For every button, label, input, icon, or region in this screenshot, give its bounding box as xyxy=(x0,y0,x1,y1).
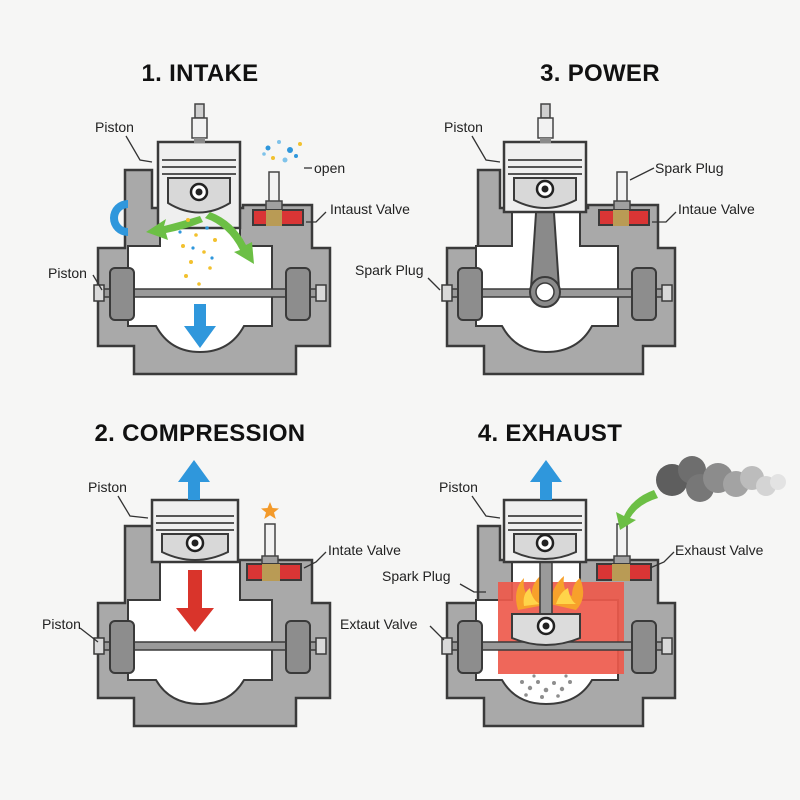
panel-title: 1. INTAKE xyxy=(141,60,259,87)
exhaust-valve xyxy=(596,563,652,581)
piston xyxy=(502,498,588,564)
exhaust-panel: 4. EXHAUST xyxy=(340,400,800,800)
valve-label: Intaust Valve xyxy=(330,201,410,217)
green-arrow-icon xyxy=(616,490,658,530)
spark-plug-right xyxy=(265,171,283,212)
compression-engine-diagram xyxy=(79,460,332,728)
crankshaft xyxy=(93,267,327,321)
intake-panel: 1. INTAKE xyxy=(0,0,410,400)
valve-label: Exhaust Valve xyxy=(675,542,764,558)
intake-valve xyxy=(246,563,302,581)
up-arrow-icon xyxy=(178,460,210,500)
piston-side-label: Piston xyxy=(42,616,81,632)
panel-title: 3. POWER xyxy=(540,60,660,87)
callout-lines xyxy=(92,135,327,291)
intake-valve xyxy=(252,209,304,226)
piston-lower xyxy=(511,613,581,646)
spark-plug-top xyxy=(537,103,554,143)
intake-engine-diagram xyxy=(92,103,332,376)
valve-label: Intaue Valve xyxy=(678,201,755,217)
spark-icon xyxy=(261,502,279,519)
piston-label: Piston xyxy=(444,119,483,135)
valve-side-label: Extaut Valve xyxy=(340,616,418,632)
piston-side-label: Piston xyxy=(48,265,87,281)
green-arrow-right-icon xyxy=(205,212,254,264)
spark-plug-label: Spark Plug xyxy=(382,568,451,584)
compression-arrow-icon xyxy=(176,570,214,632)
green-arrow-left-icon xyxy=(146,216,203,240)
valve-label: Intate Valve xyxy=(328,542,401,558)
blue-swirl-icon xyxy=(110,200,128,236)
spark-plug-right xyxy=(613,171,631,212)
power-engine-diagram xyxy=(427,103,677,376)
piston-label: Piston xyxy=(88,479,127,495)
intake-valve xyxy=(598,209,650,226)
piston-label: Piston xyxy=(95,119,134,135)
piston-label: Piston xyxy=(439,479,478,495)
crankshaft xyxy=(93,620,327,674)
piston xyxy=(150,498,240,564)
spark-plug-right xyxy=(261,523,279,567)
connecting-rod xyxy=(529,197,561,308)
soot-particles xyxy=(520,674,572,699)
exhaust-engine-diagram xyxy=(429,456,786,728)
piston xyxy=(156,140,242,230)
panel-title: 4. EXHAUST xyxy=(477,420,623,447)
open-label: open xyxy=(314,160,346,176)
panel-title: 2. COMPRESSION xyxy=(94,420,306,447)
callout-lines xyxy=(427,135,677,291)
spark-plug-top xyxy=(191,103,208,143)
fuel-particles xyxy=(178,218,217,286)
spark-plug-side-label: Spark Plug xyxy=(355,262,424,278)
air-particles xyxy=(262,140,302,163)
spark-plug-right xyxy=(613,523,631,567)
piston xyxy=(502,140,588,214)
compression-panel: 2. COMPRESSION xyxy=(0,400,401,800)
spark-plug-label: Spark Plug xyxy=(655,160,724,176)
up-arrow-icon xyxy=(530,460,562,500)
power-panel: 3. POWER xyxy=(355,0,800,400)
down-arrow-icon xyxy=(184,304,216,348)
callout-lines xyxy=(429,495,675,641)
smoke-cloud-icon xyxy=(656,456,786,502)
callout-lines xyxy=(79,495,327,643)
